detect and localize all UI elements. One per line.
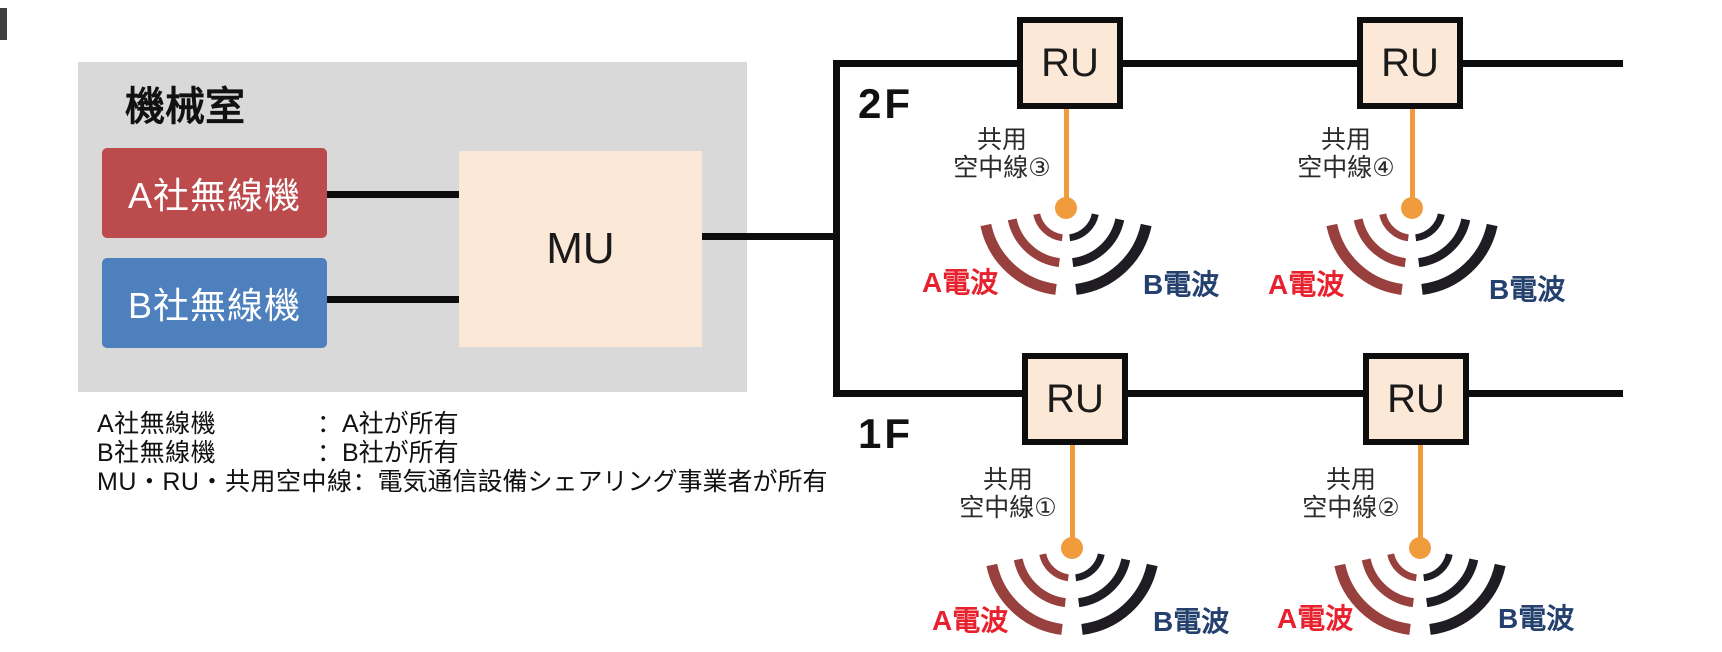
radio-waves-icon [1326, 213, 1498, 295]
radio-waves-icon [980, 213, 1152, 295]
floor1-wire [833, 390, 1623, 397]
antenna-label-1f-right: 共用 空中線② [1266, 466, 1436, 522]
radio-waves-icon [1334, 553, 1506, 635]
legend-value: ：A社が所有 [317, 410, 459, 438]
wire-b-to-mu [327, 296, 459, 303]
machine-room-title: 機械室 [125, 85, 245, 129]
legend-row: A社無線機 ：A社が所有 [97, 410, 828, 439]
floor2-wire [833, 60, 1623, 67]
ru-box-1f-right: RU [1363, 353, 1469, 445]
wire-mu-to-riser [700, 233, 840, 240]
legend-value: ：電気通信設備シェアリング事業者が所有 [352, 468, 828, 496]
radio-waves-icon [986, 553, 1158, 635]
antenna-label-2f-right: 共用 空中線④ [1261, 126, 1431, 182]
antenna-dot-1f-left [1061, 537, 1083, 559]
company-a-radio-box: A社無線機 [102, 148, 327, 238]
mu-box: MU [459, 151, 702, 347]
wave-a-label: A電波 [932, 605, 1009, 636]
antenna-label-line1: 共用 [976, 126, 1027, 154]
wave-b-label: B電波 [1489, 274, 1566, 305]
antenna-dot-1f-right [1409, 537, 1431, 559]
wave-a-label: A電波 [1277, 603, 1354, 634]
legend-value: ：B社が所有 [317, 439, 459, 467]
antenna-label-line1: 共用 [982, 466, 1033, 494]
antenna-label-line2: 空中線① [959, 494, 1057, 522]
antenna-label-line2: 空中線④ [1297, 154, 1395, 182]
antenna-label-line2: 空中線② [1302, 494, 1400, 522]
wave-a-label: A電波 [922, 267, 999, 298]
wave-a-label: A電波 [1268, 269, 1345, 300]
ownership-legend: A社無線機 ：A社が所有 B社無線機 ：B社が所有 MU・RU・共用空中線 ：電… [97, 410, 828, 497]
antenna-dot-2f-right [1401, 197, 1423, 219]
ru-box-1f-left: RU [1022, 353, 1128, 445]
floor2-label: 2F [858, 80, 914, 127]
antenna-dot-2f-left [1055, 197, 1077, 219]
antenna-label-line1: 共用 [1325, 466, 1376, 494]
wave-b-label: B電波 [1498, 603, 1575, 634]
legend-label: B社無線機 [97, 439, 217, 467]
antenna-label-2f-left: 共用 空中線③ [917, 126, 1087, 182]
riser-vertical-wire [833, 60, 840, 397]
page-corner-mark [0, 8, 7, 40]
legend-row: MU・RU・共用空中線 ：電気通信設備シェアリング事業者が所有 [97, 468, 828, 497]
antenna-label-line1: 共用 [1320, 126, 1371, 154]
ru-box-2f-left: RU [1017, 17, 1123, 109]
antenna-label-line2: 空中線③ [953, 154, 1051, 182]
legend-label: A社無線機 [97, 410, 217, 438]
antenna-label-1f-left: 共用 空中線① [923, 466, 1093, 522]
antenna-stem-1f-left [1070, 445, 1075, 548]
legend-label: MU・RU・共用空中線 [97, 468, 353, 496]
company-b-radio-box: B社無線機 [102, 258, 327, 348]
wave-b-label: B電波 [1153, 606, 1230, 637]
antenna-stem-2f-left [1064, 109, 1069, 208]
legend-row: B社無線機 ：B社が所有 [97, 439, 828, 468]
ru-box-2f-right: RU [1357, 17, 1463, 109]
antenna-stem-2f-right [1410, 109, 1415, 208]
wire-a-to-mu [327, 191, 459, 198]
wave-b-label: B電波 [1143, 269, 1220, 300]
floor1-label: 1F [858, 410, 914, 457]
antenna-stem-1f-right [1418, 445, 1423, 548]
